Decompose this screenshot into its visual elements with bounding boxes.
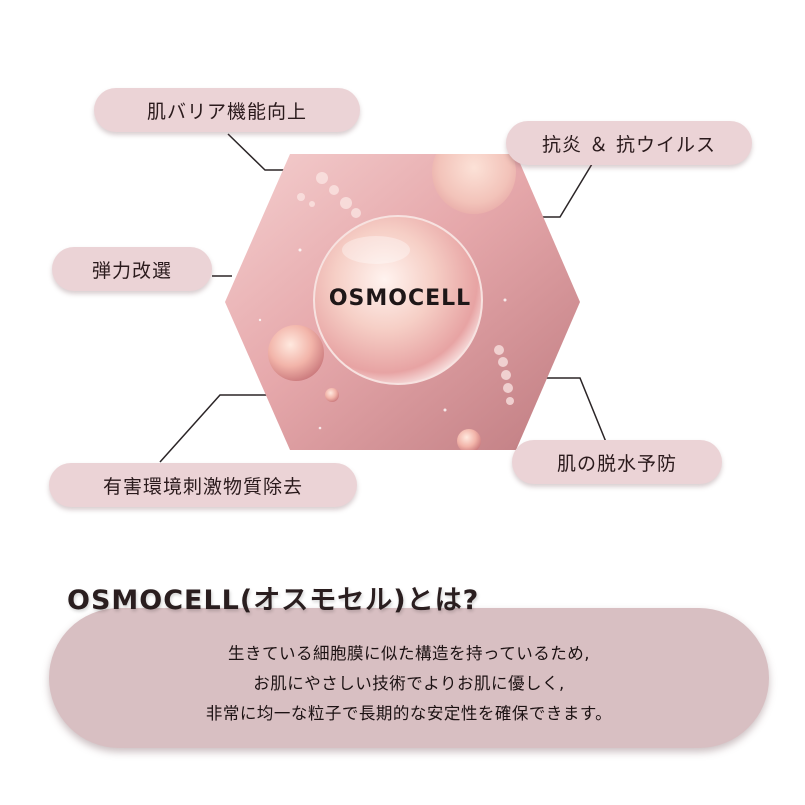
center-label: OSMOCELL <box>328 286 472 311</box>
info-line-3: 非常に均一な粒子で長期的な安定性を確保できます。 <box>205 704 613 723</box>
info-line-1: 生きている細胞膜に似た構造を持っているため, <box>228 644 590 663</box>
bubble-bottom <box>457 429 481 450</box>
info-box: 生きている細胞膜に似た構造を持っているため, お肌にやさしい技術でよりお肌に優し… <box>49 608 769 748</box>
feature-barrier: 肌バリア機能向上 <box>94 88 360 132</box>
info-heading: OSMOCELL(オスモセル)とは? <box>67 585 480 616</box>
info-line-2: お肌にやさしい技術でよりお肌に優しく, <box>253 674 565 693</box>
bubble-small <box>325 388 339 402</box>
feature-elasticity: 弾力改選 <box>52 247 212 291</box>
connector-harmful <box>159 394 280 463</box>
bubble-top-right <box>432 154 516 214</box>
feature-hydration: 肌の脱水予防 <box>512 440 722 484</box>
feature-anti-inflammation: 抗炎 ＆ 抗ウイルス <box>506 121 752 165</box>
osmocell-sphere <box>313 215 483 385</box>
side-droplets <box>494 345 514 405</box>
bubble-left <box>268 325 324 381</box>
feature-harmful-removal: 有害環境刺激物質除去 <box>49 463 357 507</box>
dropper-droplets <box>297 172 361 218</box>
